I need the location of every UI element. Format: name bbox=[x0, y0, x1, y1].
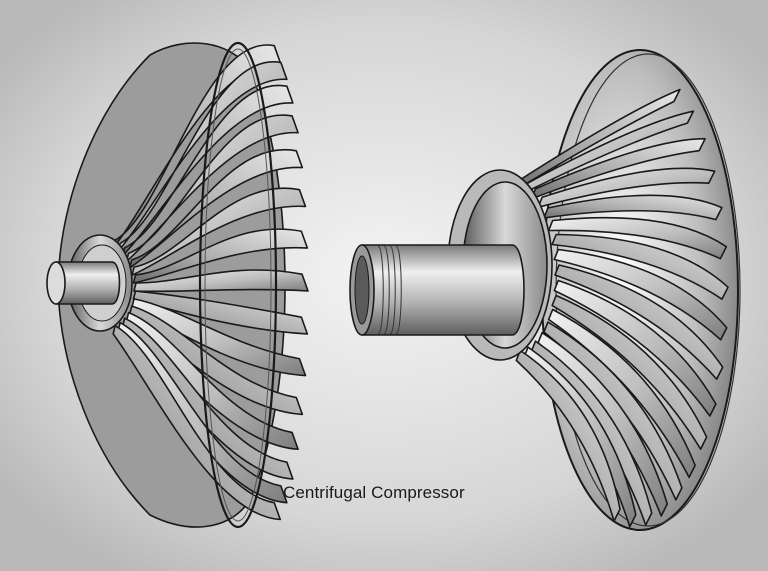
right-impeller-shaft-bore bbox=[354, 255, 370, 325]
left-impeller-blade bbox=[133, 269, 309, 293]
right-impeller-blade bbox=[551, 294, 708, 450]
left-impeller bbox=[46, 41, 309, 529]
left-impeller-shroud-ring-inner bbox=[204, 48, 272, 522]
right-impeller bbox=[349, 49, 741, 531]
left-impeller-hub bbox=[55, 261, 121, 305]
left-impeller-shroud-ring bbox=[198, 41, 278, 529]
right-impeller-blade bbox=[530, 137, 706, 200]
left-impeller-blade bbox=[128, 148, 304, 269]
left-impeller-blade bbox=[132, 228, 309, 284]
right-impeller-blade bbox=[515, 349, 621, 522]
diagram-caption: Centrifugal Compressor bbox=[283, 483, 465, 502]
left-impeller-blade bbox=[112, 325, 282, 521]
right-impeller-blade bbox=[537, 167, 716, 209]
left-impeller-hub-end bbox=[46, 261, 66, 305]
right-impeller-blade bbox=[523, 110, 695, 194]
right-impeller-blade bbox=[551, 233, 729, 300]
right-impeller-blade bbox=[554, 264, 724, 380]
left-impeller-blade bbox=[131, 187, 307, 276]
left-impeller-blade bbox=[112, 44, 282, 249]
right-impeller-blade bbox=[553, 279, 717, 417]
right-impeller-blade bbox=[553, 248, 728, 341]
right-impeller-blades bbox=[515, 88, 729, 528]
left-impeller-blade bbox=[125, 114, 299, 263]
left-impeller-blades bbox=[112, 44, 309, 521]
left-impeller-blade bbox=[121, 84, 294, 257]
right-impeller-shaft bbox=[361, 244, 525, 336]
right-impeller-blade bbox=[515, 88, 681, 191]
right-impeller-blade bbox=[543, 194, 723, 221]
right-impeller-blade bbox=[547, 216, 728, 260]
right-impeller-shaft-threads bbox=[377, 245, 402, 335]
left-impeller-blade bbox=[117, 61, 288, 253]
